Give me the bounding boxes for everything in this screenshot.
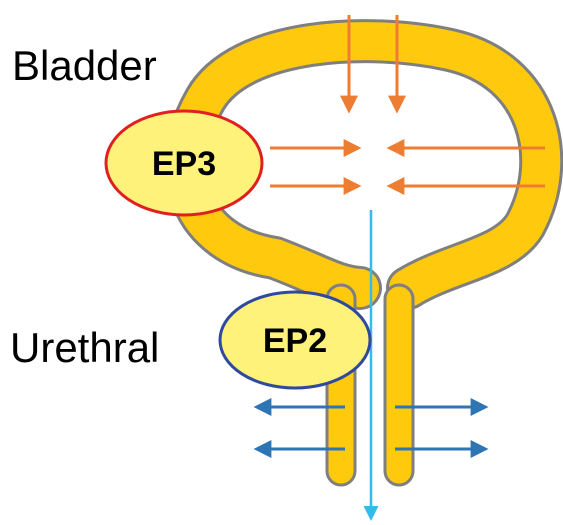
urethral-label: Urethral [10, 324, 159, 371]
ep2-receptor: EP2 [220, 292, 370, 388]
bladder-label: Bladder [12, 42, 157, 89]
contraction-arrows-side [270, 148, 545, 186]
urethra-wall-right [385, 285, 413, 485]
ep3-label: EP3 [152, 145, 216, 183]
ep2-label: EP2 [263, 322, 327, 360]
ep3-receptor: EP3 [106, 111, 262, 215]
